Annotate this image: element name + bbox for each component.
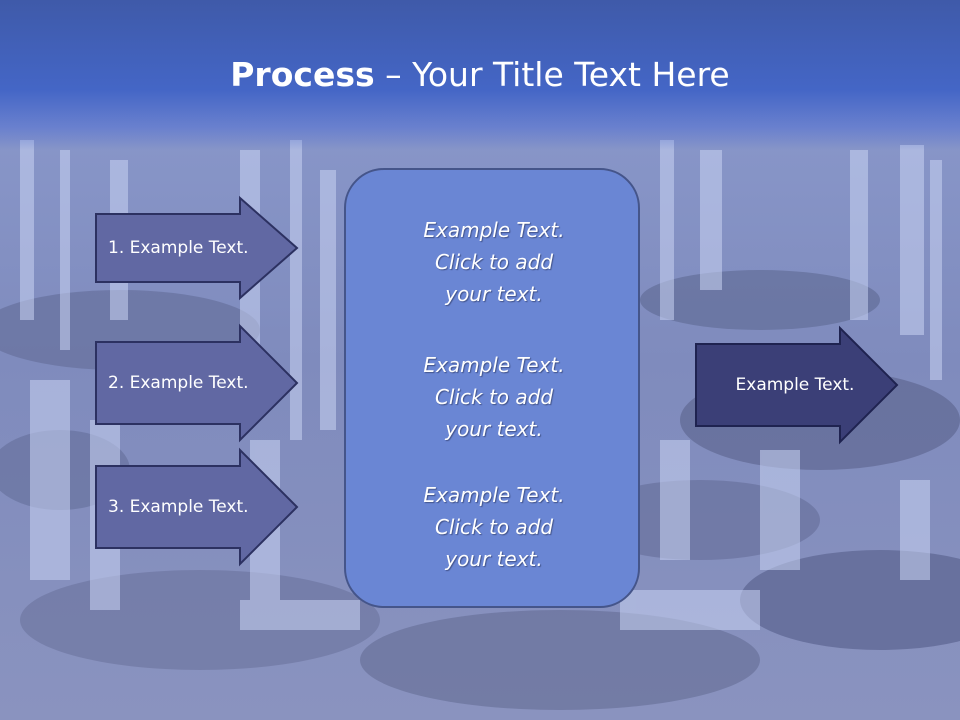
slide-title: Process – Your Title Text Here xyxy=(0,52,960,98)
center-paragraph-3: Example Text. Click to add your text. xyxy=(346,479,642,575)
title-rest-part: – Your Title Text Here xyxy=(374,55,730,94)
center-paragraph-2-line-1: Example Text. xyxy=(423,353,565,377)
title-bold-part: Process xyxy=(230,55,375,94)
output-arrow-label: Example Text. xyxy=(735,375,855,395)
center-paragraph-3-line-3: your text. xyxy=(445,547,543,571)
output-arrow[interactable]: Example Text. xyxy=(695,325,899,445)
center-paragraph-1-line-2: Click to add xyxy=(434,250,554,274)
input-arrow-2[interactable]: 2. Example Text. xyxy=(95,323,299,443)
center-paragraph-1-line-3: your text. xyxy=(445,282,543,306)
center-process-box[interactable]: Example Text. Click to add your text. Ex… xyxy=(344,168,640,608)
center-paragraph-3-line-2: Click to add xyxy=(434,515,554,539)
title-band xyxy=(0,0,960,150)
input-arrow-1-label: 1. Example Text. xyxy=(108,238,249,258)
center-paragraph-2: Example Text. Click to add your text. xyxy=(346,349,642,445)
input-arrow-3[interactable]: 3. Example Text. xyxy=(95,447,299,567)
center-paragraph-1: Example Text. Click to add your text. xyxy=(346,214,642,310)
center-paragraph-1-line-1: Example Text. xyxy=(423,218,565,242)
center-paragraph-3-line-1: Example Text. xyxy=(423,483,565,507)
center-paragraph-2-line-3: your text. xyxy=(445,417,543,441)
center-paragraph-2-line-2: Click to add xyxy=(434,385,554,409)
input-arrow-2-label: 2. Example Text. xyxy=(108,373,249,393)
input-arrow-3-label: 3. Example Text. xyxy=(108,497,249,517)
input-arrow-1[interactable]: 1. Example Text. xyxy=(95,195,299,301)
